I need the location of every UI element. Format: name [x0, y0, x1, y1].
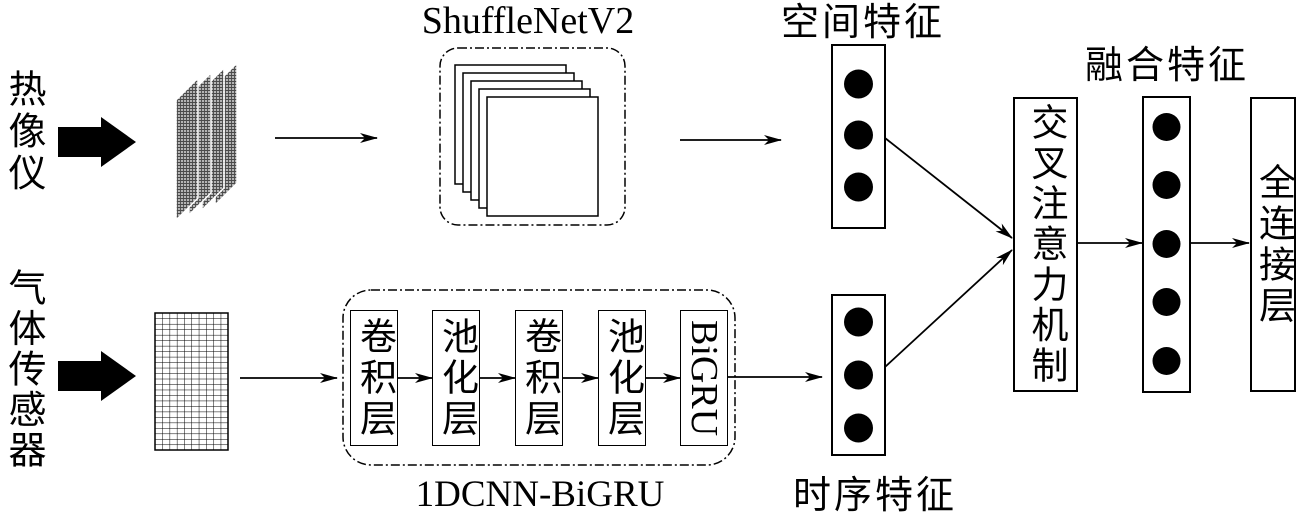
spatial-feature-vector [831, 44, 886, 229]
pool-layer-1-label: 池化层 [435, 316, 477, 440]
fully-connected-layer-box: 全连接层 [1250, 97, 1296, 392]
fully-connected-layer-label: 全连接层 [1252, 162, 1294, 327]
fused-feature-node [1152, 347, 1181, 375]
conv-layer-1-label: 卷积层 [353, 316, 395, 440]
thermal-frame [175, 76, 199, 222]
bigru-layer-box: BiGRU [680, 310, 728, 446]
fused-feature-node [1152, 288, 1181, 316]
gas-sensor-label: 气体传感器 [2, 268, 44, 471]
temporal-feature-node [844, 307, 873, 337]
temporal-feature-label: 时序特征 [792, 475, 957, 517]
temporal-feature-node [844, 413, 873, 443]
temporal-feature-node [844, 360, 873, 390]
spatial-feature-node [844, 69, 873, 99]
conv-layer-1-box: 卷积层 [350, 310, 398, 446]
fused-feature-node [1152, 171, 1181, 199]
fused-feature-label: 融合特征 [1084, 45, 1249, 87]
conv-layer-2-label: 卷积层 [518, 316, 560, 440]
pool-layer-2-box: 池化层 [598, 310, 646, 446]
cnn-bigru-label: 1DCNN-BiGRU [415, 474, 665, 515]
fused-feature-node [1152, 230, 1181, 258]
pool-layer-1-box: 池化层 [432, 310, 480, 446]
arrow-temporal-to-attention [884, 249, 1013, 368]
fused-feature-vector [1142, 96, 1191, 393]
arrow-spatial-to-attention [884, 137, 1013, 239]
cnn-bigru-module-frame [342, 289, 736, 466]
thermal-input-arrow [58, 117, 136, 167]
shufflenet-label: ShuffleNetV2 [421, 0, 635, 42]
spatial-feature-node [844, 172, 873, 202]
cross-attention-box: 交叉注意力机制 [1013, 97, 1078, 392]
spatial-feature-node [844, 120, 873, 150]
bigru-layer-label: BiGRU [683, 319, 725, 437]
feature-map-layer [486, 96, 599, 217]
gas-input-arrow [58, 351, 136, 401]
shufflenet-module-frame [439, 47, 626, 226]
conv-layer-2-box: 卷积层 [515, 310, 563, 446]
thermal-image-stack [175, 61, 238, 222]
pool-layer-2-label: 池化层 [601, 316, 643, 440]
thermal-camera-label: 热像仪 [2, 69, 44, 195]
shufflenet-feature-maps-icon [454, 64, 599, 217]
temporal-feature-vector [831, 294, 886, 456]
spatial-feature-label: 空间特征 [780, 2, 945, 44]
gas-sensor-data-grid [154, 312, 229, 451]
cross-attention-label: 交叉注意力机制 [1025, 102, 1066, 387]
fused-feature-node [1152, 113, 1181, 141]
